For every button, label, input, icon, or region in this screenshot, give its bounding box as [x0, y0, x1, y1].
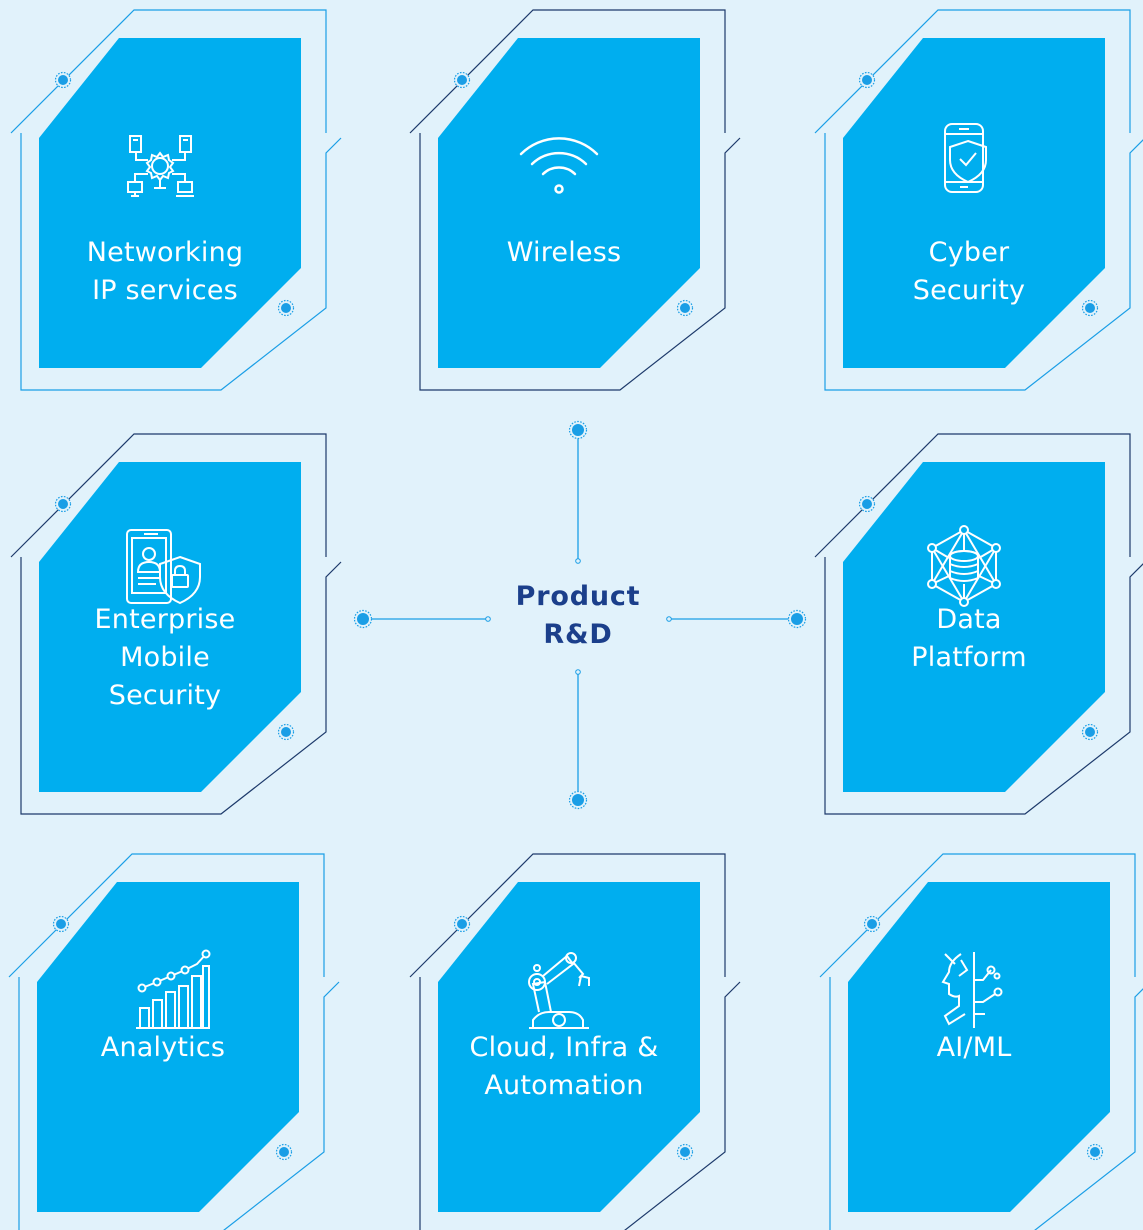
- tile-label-line: Wireless: [506, 237, 622, 268]
- tile-label-line: Platform: [911, 642, 1027, 673]
- circuit-node-bottom-right: [676, 299, 694, 317]
- circuit-node-top-left: [863, 915, 881, 933]
- tile-frame-top: [409, 853, 726, 978]
- circuit-node-top-left: [453, 915, 471, 933]
- tile-frame-outer: [419, 977, 741, 1230]
- circuit-node-bottom-right: [275, 1143, 293, 1161]
- tile-label-line: Networking: [86, 237, 244, 268]
- tile-shape: [843, 38, 1105, 368]
- circuit-node-top-left: [858, 495, 876, 513]
- tile-aiml: [819, 853, 1143, 1230]
- tile-label-wireless: Wireless: [428, 234, 700, 272]
- circuit-node-top-left: [52, 915, 70, 933]
- tile-label-cloud: Cloud, Infra & Automation: [428, 1029, 700, 1105]
- circuit-node-bottom-right: [676, 1143, 694, 1161]
- tile-label-line: AI/ML: [936, 1032, 1012, 1063]
- tile-label-line: Mobile: [120, 642, 210, 673]
- tile-label-aiml: AI/ML: [838, 1029, 1110, 1067]
- tile-shape: [843, 462, 1105, 792]
- tile-label-line: Data: [936, 604, 1002, 635]
- tile-shape: [438, 38, 700, 368]
- tile-label-line: Enterprise: [94, 604, 236, 635]
- circuit-node-bottom-right: [1081, 723, 1099, 741]
- tile-label-line: Analytics: [100, 1032, 226, 1063]
- circuit-node-top-left: [453, 71, 471, 89]
- connector-node-left: [353, 609, 373, 629]
- center-label: Product R&D: [478, 578, 678, 654]
- tile-frame-top: [10, 433, 327, 558]
- tile-frame-top: [814, 9, 1131, 134]
- tile-label-networking: Networking IP services: [29, 234, 301, 310]
- tile-frame-outer: [829, 977, 1143, 1230]
- tile-shape: [39, 38, 301, 368]
- tile-shape: [37, 882, 299, 1212]
- connector-node-bottom: [568, 790, 588, 810]
- tile-label-line: Security: [912, 275, 1026, 306]
- circuit-node-top-left: [54, 495, 72, 513]
- circuit-node-top-left: [54, 71, 72, 89]
- tile-frame-top: [409, 9, 726, 134]
- tile-frame-outer: [20, 133, 342, 391]
- tile-label-line: Cyber: [928, 237, 1010, 268]
- tile-analytics: [8, 853, 340, 1230]
- tile-data: [814, 433, 1143, 815]
- tile-shape: [39, 462, 301, 792]
- center-label-line-2: R&D: [543, 619, 613, 650]
- tile-cyber: [814, 9, 1143, 391]
- tile-label-line: IP services: [92, 275, 238, 306]
- tile-frame-top: [814, 433, 1131, 558]
- tile-frame-outer: [824, 557, 1143, 815]
- tile-frame-top: [819, 853, 1136, 978]
- tile-wireless: [409, 9, 741, 391]
- tile-frame-outer: [20, 557, 342, 815]
- connector-node-top: [568, 420, 588, 440]
- tile-frame-top: [10, 9, 327, 134]
- tile-label-line: Automation: [484, 1070, 644, 1101]
- circuit-node-bottom-right: [1081, 299, 1099, 317]
- circuit-node-top-left: [858, 71, 876, 89]
- tile-enterprise: [10, 433, 342, 815]
- tile-frame-outer: [18, 977, 340, 1230]
- tile-networking: [10, 9, 342, 391]
- tile-cloud: [409, 853, 741, 1230]
- center-connectors: [363, 430, 797, 800]
- tile-shape: [848, 882, 1110, 1212]
- tile-shape: [438, 882, 700, 1212]
- circuit-node-bottom-right: [1086, 1143, 1104, 1161]
- tile-label-line: Cloud, Infra &: [469, 1032, 659, 1063]
- connector-node-right: [787, 609, 807, 629]
- tile-label-line: Security: [108, 680, 222, 711]
- circuit-node-bottom-right: [277, 299, 295, 317]
- tile-frame-top: [8, 853, 325, 978]
- center-label-line-1: Product: [515, 581, 641, 612]
- tile-label-analytics: Analytics: [27, 1029, 299, 1067]
- tile-frame-outer: [419, 133, 741, 391]
- circuit-node-bottom-right: [277, 723, 295, 741]
- tile-frame-outer: [824, 133, 1143, 391]
